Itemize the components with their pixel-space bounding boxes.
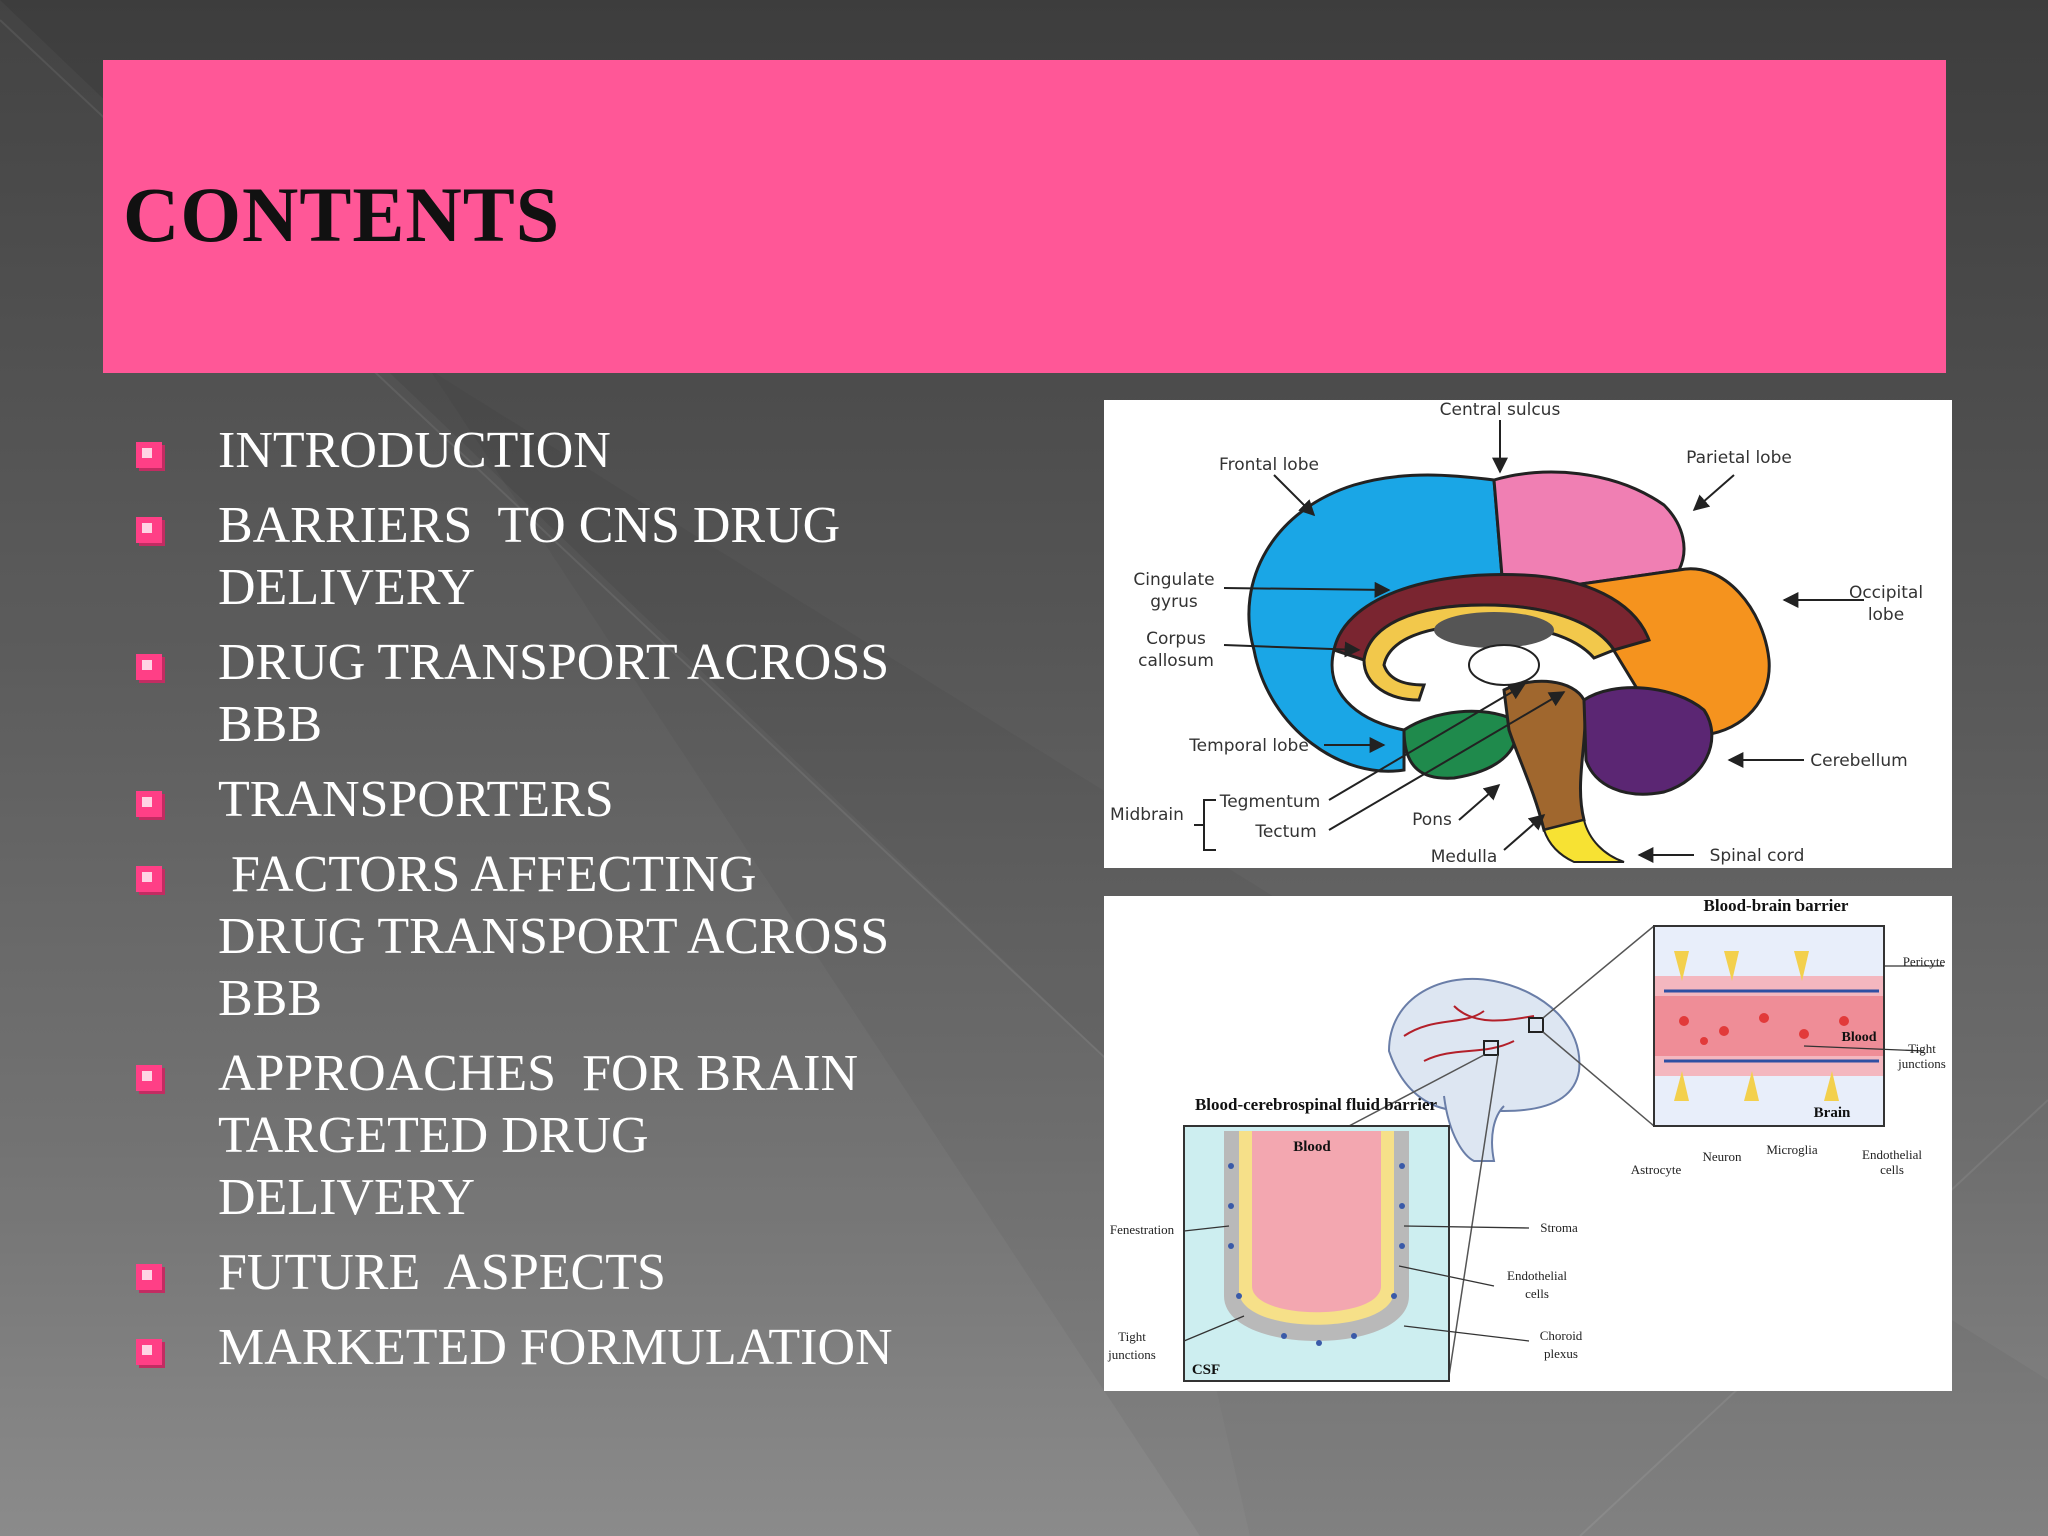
list-item-line: DRUG TRANSPORT ACROSS — [218, 634, 890, 691]
checkbox-bullet-icon — [136, 1065, 162, 1091]
list-item-line: MARKETED FORMULATION — [218, 1319, 893, 1376]
label-callosum: callosum — [1138, 651, 1214, 671]
label-occipital: Occipital — [1849, 583, 1923, 603]
brain-anatomy-figure: Central sulcus Frontal lobe Parietal lob… — [1104, 400, 1952, 868]
label-tight-junctions-2: junctions — [1897, 1056, 1946, 1071]
list-item-line: INTRODUCTION — [218, 422, 611, 479]
list-item: DRUG TRANSPORT ACROSS BBB — [130, 632, 980, 756]
label-endothelial-csf-1: Endothelial — [1507, 1268, 1567, 1283]
parietal-lobe — [1492, 470, 1686, 602]
label-endothelial-csf-2: cells — [1525, 1286, 1549, 1301]
list-item-line: APPROACHES FOR BRAIN — [218, 1045, 859, 1102]
label-central-sulcus: Central sulcus — [1440, 400, 1561, 420]
list-item-line: DELIVERY — [218, 1169, 476, 1226]
label-gyrus: gyrus — [1150, 592, 1198, 612]
list-item: BARRIERS TO CNS DRUG DELIVERY — [130, 495, 980, 619]
label-occipital-lobe: lobe — [1868, 605, 1904, 625]
list-item: MARKETED FORMULATION — [130, 1317, 980, 1379]
contents-list: INTRODUCTION BARRIERS TO CNS DRUG DELIVE… — [130, 420, 980, 1392]
list-item: FACTORS AFFECTING DRUG TRANSPORT ACROSS … — [130, 844, 980, 1030]
label-cerebellum: Cerebellum — [1810, 751, 1907, 771]
label-choroid-2: plexus — [1544, 1346, 1578, 1361]
label-spinal-cord: Spinal cord — [1710, 846, 1805, 866]
list-item-line: BBB — [218, 696, 323, 753]
label-tegmentum: Tegmentum — [1219, 792, 1321, 812]
brain-diagram: Central sulcus Frontal lobe Parietal lob… — [1110, 400, 1923, 867]
list-item: FUTURE ASPECTS — [130, 1242, 980, 1304]
list-item-line: DRUG TRANSPORT ACROSS — [218, 908, 890, 965]
spinal-cord — [1542, 818, 1625, 863]
list-item: TRANSPORTERS — [130, 769, 980, 831]
label-endothelial-1: Endothelial — [1862, 1147, 1922, 1162]
list-item-line: DELIVERY — [218, 559, 476, 616]
label-parietal-lobe: Parietal lobe — [1686, 448, 1792, 468]
title-bar: CONTENTS — [103, 60, 1946, 373]
ventricle — [1434, 612, 1554, 648]
list-item-line: TRANSPORTERS — [218, 771, 614, 828]
label-blood-bbb: Blood — [1841, 1030, 1876, 1045]
label-temporal-lobe: Temporal lobe — [1188, 736, 1309, 756]
label-tight-csf-1: Tight — [1118, 1329, 1146, 1344]
temporal-lobe — [1402, 709, 1518, 780]
blood-compartment — [1252, 1131, 1381, 1313]
label-tight-csf-2: junctions — [1107, 1347, 1156, 1362]
label-csf: CSF — [1192, 1362, 1220, 1378]
list-item-line: TARGETED DRUG — [218, 1107, 649, 1164]
label-corpus: Corpus — [1146, 629, 1206, 649]
label-tight-junctions-1: Tight — [1908, 1041, 1936, 1056]
label-midbrain: Midbrain — [1110, 805, 1184, 825]
label-pericyte: Pericyte — [1903, 954, 1946, 969]
blood-brain-barrier-figure: Blood-brain barrier Blood-cerebrospinal … — [1104, 896, 1952, 1391]
list-item-line: BARRIERS TO CNS DRUG — [218, 497, 841, 554]
thalamus — [1468, 644, 1540, 686]
label-cingulate: Cingulate — [1133, 570, 1214, 590]
label-stroma: Stroma — [1540, 1220, 1578, 1235]
checkbox-bullet-icon — [136, 1339, 162, 1365]
label-microglia: Microglia — [1766, 1142, 1817, 1157]
checkbox-bullet-icon — [136, 442, 162, 468]
label-astrocyte: Astrocyte — [1631, 1162, 1682, 1177]
checkbox-bullet-icon — [136, 866, 162, 892]
label-endothelial-2: cells — [1880, 1162, 1904, 1177]
bbb-diagram: Blood-brain barrier Blood-cerebrospinal … — [1107, 896, 1946, 1382]
label-blood-csf: Blood — [1293, 1139, 1331, 1155]
checkbox-bullet-icon — [136, 1264, 162, 1290]
list-item-line: FACTORS AFFECTING — [218, 846, 757, 903]
label-tectum: Tectum — [1254, 822, 1316, 842]
list-item: INTRODUCTION — [130, 420, 980, 482]
label-neuron: Neuron — [1703, 1149, 1742, 1164]
brainstem — [1502, 679, 1587, 832]
label-frontal-lobe: Frontal lobe — [1219, 455, 1319, 475]
checkbox-bullet-icon — [136, 791, 162, 817]
checkbox-bullet-icon — [136, 654, 162, 680]
cerebellum — [1582, 686, 1714, 796]
label-fenestration: Fenestration — [1110, 1222, 1175, 1237]
list-item: APPROACHES FOR BRAIN TARGETED DRUG DELIV… — [130, 1043, 980, 1229]
slide-title: CONTENTS — [123, 171, 561, 258]
list-item-line: FUTURE ASPECTS — [218, 1244, 666, 1301]
label-brain: Brain — [1814, 1105, 1851, 1121]
label-pons: Pons — [1412, 810, 1452, 830]
label-bcsf-title: Blood-cerebrospinal fluid barrier — [1195, 1095, 1438, 1114]
checkbox-bullet-icon — [136, 517, 162, 543]
label-medulla: Medulla — [1431, 847, 1498, 867]
list-item-line: BBB — [218, 970, 323, 1027]
label-bbb-title: Blood-brain barrier — [1704, 896, 1849, 915]
label-choroid-1: Choroid — [1540, 1328, 1583, 1343]
